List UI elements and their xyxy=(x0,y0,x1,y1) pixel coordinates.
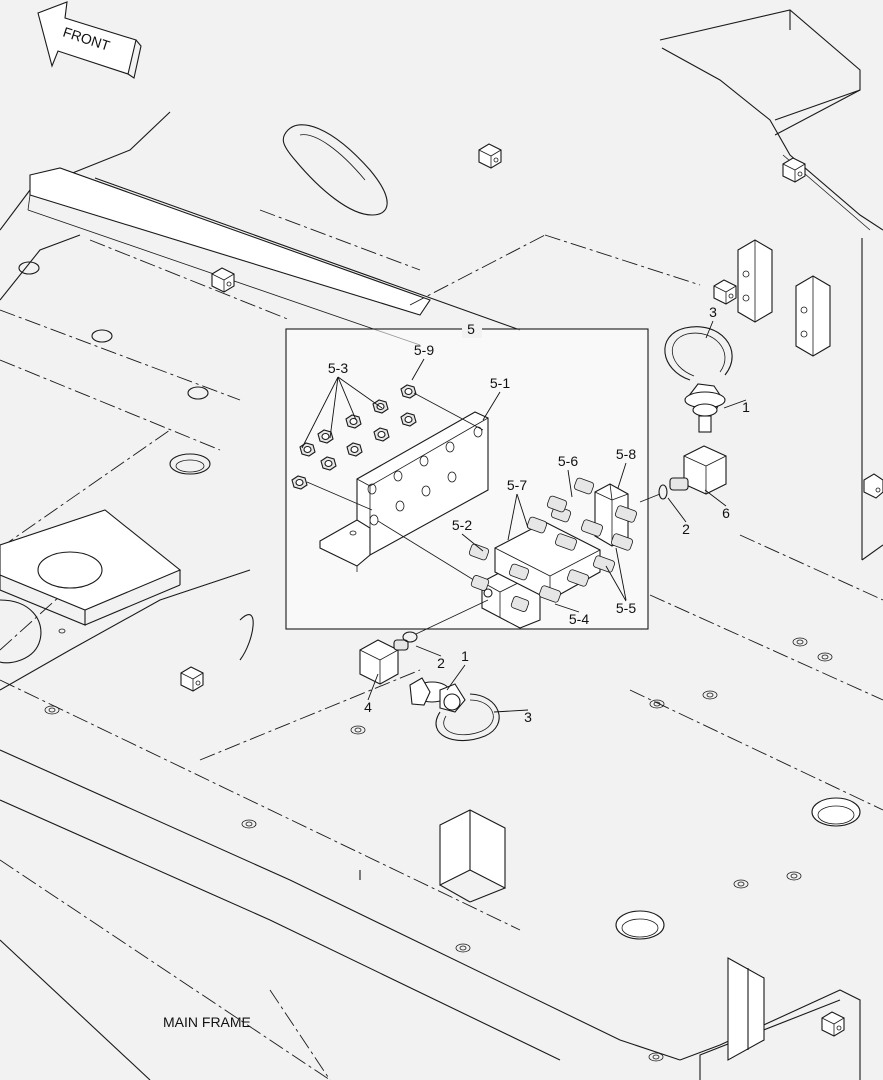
leader-c6 xyxy=(704,489,727,507)
callout-c1a: 1 xyxy=(742,399,750,415)
leader-c5-1 xyxy=(482,391,501,421)
callout-c6: 6 xyxy=(722,505,730,521)
callout-c3b: 3 xyxy=(524,709,532,725)
hex-nuts xyxy=(291,384,491,591)
callout-c5-1: 5-1 xyxy=(490,375,510,391)
bracket-plate xyxy=(319,411,489,572)
callout-c4: 4 xyxy=(364,699,372,715)
callout-c5-8: 5-8 xyxy=(616,446,636,462)
front-arrow: FRONT xyxy=(37,1,142,79)
callout-c5-3: 5-3 xyxy=(328,360,348,376)
callout-c5-4: 5-4 xyxy=(569,611,589,627)
leader-5-3-fan xyxy=(337,376,383,409)
callout-c3a: 3 xyxy=(709,304,717,320)
leader-c3a xyxy=(705,320,714,339)
leader-5-5-fan xyxy=(615,547,627,601)
callout-c5-5: 5-5 xyxy=(616,600,636,616)
leader-5-7-fan xyxy=(516,493,529,529)
leader-c3b xyxy=(493,709,529,713)
callout-c1b: 1 xyxy=(461,648,469,664)
leader-c5-8 xyxy=(617,462,627,489)
leader-c5-2 xyxy=(461,533,484,552)
leader-c1b xyxy=(446,664,466,691)
leader-c2a xyxy=(667,497,687,523)
leader-c5-6 xyxy=(567,469,573,498)
callout-c2a: 2 xyxy=(682,521,690,537)
right-pressure-switch-group xyxy=(639,326,733,503)
leader-c1a xyxy=(723,399,747,409)
callout-c5-7: 5-7 xyxy=(507,477,527,493)
leader-5-3-fan xyxy=(301,376,339,449)
leader-c2b xyxy=(415,645,442,657)
callout-c5-9: 5-9 xyxy=(414,342,434,358)
callout-c5-2: 5-2 xyxy=(452,517,472,533)
manifold-assembly xyxy=(468,477,638,629)
leader-c4 xyxy=(367,673,379,701)
main-frame-outline xyxy=(0,9,883,1080)
leader-5-3-fan xyxy=(337,376,357,421)
left-pressure-switch-group xyxy=(359,599,500,742)
leader-c5-5 xyxy=(605,565,627,602)
leader-c5-3 xyxy=(329,376,339,439)
callout-c2b: 2 xyxy=(437,655,445,671)
leader-c5-4 xyxy=(554,603,580,613)
frame-bolts xyxy=(44,143,883,1062)
callout-c5: 5 xyxy=(467,321,475,337)
leader-c5-9 xyxy=(411,358,425,381)
callout-c5-6: 5-6 xyxy=(558,453,578,469)
leader-c5-7 xyxy=(507,493,518,541)
main-frame-caption: MAIN FRAME xyxy=(163,1014,251,1030)
